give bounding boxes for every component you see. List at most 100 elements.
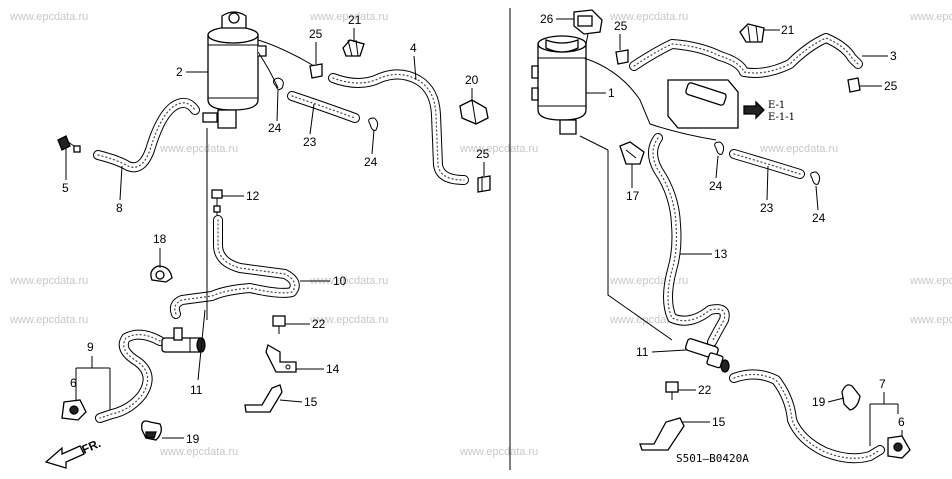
clip-20[interactable]: [459, 99, 489, 125]
watermark: www.epcdata.ru: [159, 143, 238, 155]
diagram-code: S501—B0420A: [676, 452, 749, 465]
reference-e11: E-1-1: [768, 112, 795, 123]
callout-15: 15: [304, 395, 318, 409]
clip-18[interactable]: [150, 265, 173, 283]
callout-1: 1: [608, 86, 615, 100]
clamp-24c[interactable]: [714, 141, 725, 155]
callout-3: 3: [890, 49, 897, 63]
clamp-25a[interactable]: [309, 63, 323, 79]
watermark: www.epcdata.ru: [609, 11, 688, 23]
callout-18: 18: [153, 232, 167, 246]
callout-21: 21: [348, 13, 362, 27]
bolt-22-left[interactable]: [272, 315, 286, 334]
watermark: www.epcdata.ru: [159, 446, 238, 458]
callout-5: 5: [62, 181, 69, 195]
clip-21-left[interactable]: [342, 39, 365, 57]
bolt-12[interactable]: [211, 189, 223, 215]
callout-15: 15: [712, 415, 726, 429]
watermark: www.epcdata.ru: [909, 314, 952, 326]
watermark: www.epcdata.ru: [309, 275, 388, 287]
watermark: www.epcdata.ru: [459, 446, 538, 458]
purge-valve-26[interactable]: [573, 9, 603, 45]
hose-10[interactable]: [169, 215, 300, 319]
pipe-line-right: [607, 150, 673, 341]
clip-19-left[interactable]: [141, 420, 162, 441]
watermark: www.epcdata.ru: [9, 275, 88, 287]
hose-4[interactable]: [328, 69, 469, 185]
hose-7[interactable]: [729, 369, 885, 464]
callout-6: 6: [70, 376, 77, 390]
clamp-6-right[interactable]: [887, 435, 911, 459]
reference-box: E-1 E-1-1: [667, 79, 795, 129]
watermark: www.epcdata.ru: [909, 11, 952, 23]
callout-20: 20: [465, 73, 479, 87]
clamp-24a[interactable]: [272, 77, 284, 91]
clamp-24d[interactable]: [810, 171, 821, 185]
watermark: www.epcdata.ru: [309, 11, 388, 23]
watermark: www.epcdata.ru: [9, 314, 88, 326]
watermark: www.epcdata.ru: [909, 275, 952, 287]
clip-21-right[interactable]: [739, 23, 765, 43]
watermark: www.epcdata.ru: [459, 143, 538, 155]
callout-24: 24: [812, 211, 826, 225]
callouts-left: 2 25 21 4 20 24 23 24 25 5 8 12 18 10 22…: [62, 13, 490, 446]
joint-11-left[interactable]: [161, 327, 206, 353]
watermark: www.epcdata.ru: [609, 275, 688, 287]
watermark: www.epcdata.ru: [759, 143, 838, 155]
bolt-5[interactable]: [57, 135, 81, 153]
callout-25: 25: [309, 27, 323, 41]
callout-22: 22: [312, 317, 326, 331]
callout-9: 9: [87, 340, 94, 354]
bracket-15-right[interactable]: [639, 417, 685, 451]
bolt-22-right[interactable]: [665, 381, 679, 400]
clamp-24b[interactable]: [368, 117, 379, 131]
callout-26: 26: [540, 12, 554, 26]
hose-9[interactable]: [95, 329, 165, 423]
joint-11-right[interactable]: [684, 338, 730, 373]
callout-2: 2: [176, 65, 183, 79]
clip-19-right[interactable]: [841, 384, 861, 411]
callout-4: 4: [410, 41, 417, 55]
callout-8: 8: [116, 201, 123, 215]
reference-e1: E-1: [768, 100, 785, 111]
watermarks: www.epcdata.ru www.epcdata.ru www.epcdat…: [9, 11, 952, 458]
callout-22: 22: [698, 383, 712, 397]
callout-13: 13: [714, 247, 728, 261]
callout-11: 11: [190, 383, 203, 397]
charcoal-canister-right[interactable]: [531, 35, 717, 151]
callout-23: 23: [303, 135, 317, 149]
callout-25: 25: [476, 147, 490, 161]
callout-24: 24: [268, 121, 282, 135]
callout-12: 12: [246, 189, 260, 203]
callouts-right: 26 25 21 3 25 1 17 24 23 24 13 11 22 7 1…: [540, 12, 905, 446]
callout-17: 17: [626, 189, 640, 203]
callout-11: 11: [636, 345, 649, 359]
callout-14: 14: [326, 362, 340, 376]
watermark: www.epcdata.ru: [9, 11, 88, 23]
bracket-14[interactable]: [265, 344, 297, 373]
front-direction-arrow: FR.: [44, 436, 103, 469]
clip-17[interactable]: [619, 141, 645, 165]
clamp-25c[interactable]: [615, 49, 629, 65]
callout-21: 21: [781, 23, 795, 37]
hose-23-right[interactable]: [729, 149, 805, 179]
clamp-6-left[interactable]: [61, 399, 87, 421]
callout-25: 25: [614, 19, 628, 33]
callout-24: 24: [709, 179, 723, 193]
callout-23: 23: [760, 201, 774, 215]
callout-24: 24: [364, 155, 378, 169]
charcoal-canister-left[interactable]: [202, 11, 315, 129]
hose-23-left[interactable]: [287, 91, 360, 123]
hose-8[interactable]: [93, 97, 200, 173]
watermark: www.epcdata.ru: [309, 314, 388, 326]
callout-19: 19: [812, 395, 826, 409]
callout-19: 19: [186, 432, 200, 446]
hose-13[interactable]: [648, 133, 730, 347]
bracket-15-left[interactable]: [244, 384, 283, 413]
clamp-25b[interactable]: [477, 175, 491, 193]
hose-3[interactable]: [629, 33, 863, 78]
callout-25: 25: [884, 79, 898, 93]
clamp-25d[interactable]: [847, 77, 861, 93]
callout-6: 6: [898, 415, 905, 429]
